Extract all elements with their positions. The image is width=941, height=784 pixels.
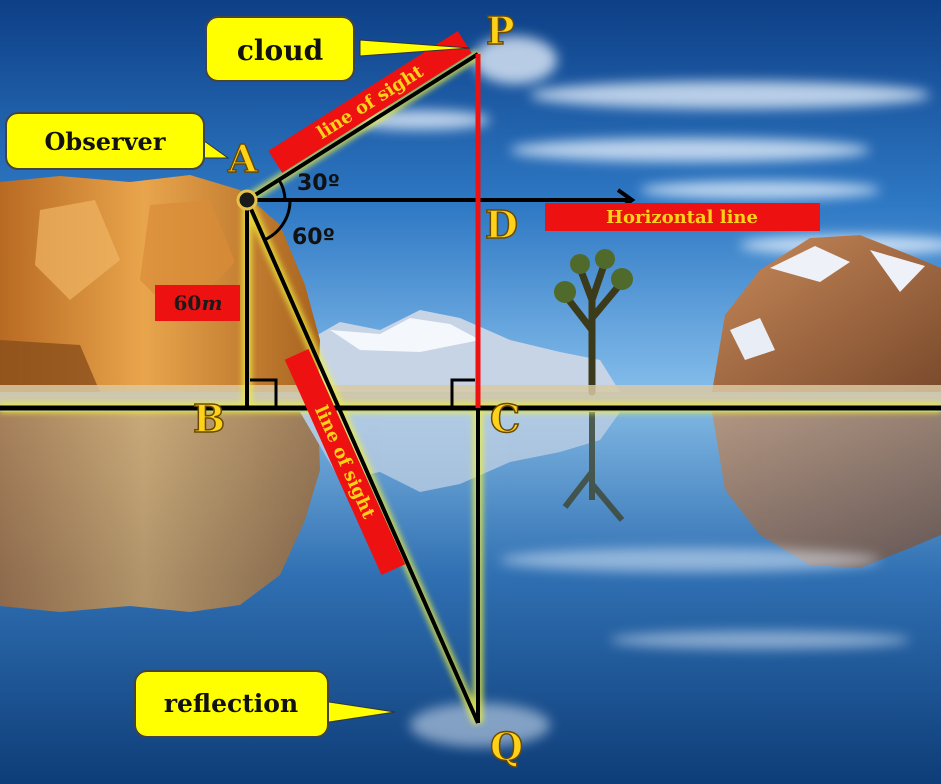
point-d-label: D	[485, 202, 518, 247]
reflected-scenery	[0, 412, 941, 612]
callout-cloud: cloud	[205, 16, 471, 82]
angle-60-label: 60º	[292, 225, 335, 250]
callout-observer-text: Observer	[45, 127, 166, 156]
point-c-label: C	[490, 396, 520, 441]
point-b-label: B	[193, 396, 225, 441]
callout-observer: Observer	[5, 112, 230, 170]
angle-30-label: 30º	[297, 171, 340, 196]
tag-horizontal-line-text: Horizontal line	[606, 207, 758, 228]
angle-arc-30	[277, 179, 287, 201]
water-clouds	[410, 548, 910, 747]
snowy-mountains	[300, 310, 620, 392]
angle-arc-60	[263, 199, 292, 242]
right-angle-b-marker	[250, 378, 278, 406]
point-p-label: P	[486, 8, 515, 53]
tag-horizontal-line: Horizontal line	[545, 203, 820, 231]
joshua-tree	[554, 249, 633, 396]
line-of-sight-aq	[245, 199, 480, 724]
tag-height-60m: 60m	[155, 285, 240, 321]
point-a-label: A	[227, 136, 258, 181]
right-rocks	[712, 235, 941, 392]
shore-strip	[0, 385, 941, 407]
height-label: 60m	[173, 291, 222, 315]
callout-reflection-text: reflection	[164, 689, 298, 718]
callout-reflection: reflection	[134, 670, 396, 738]
point-labels: A B C D P Q	[192, 7, 524, 770]
observer-point	[236, 189, 258, 211]
line-of-sight-ap	[245, 52, 480, 202]
callout-cloud-text: cloud	[237, 34, 323, 67]
right-angle-c-marker	[450, 378, 475, 406]
point-q-label: Q	[490, 724, 523, 769]
